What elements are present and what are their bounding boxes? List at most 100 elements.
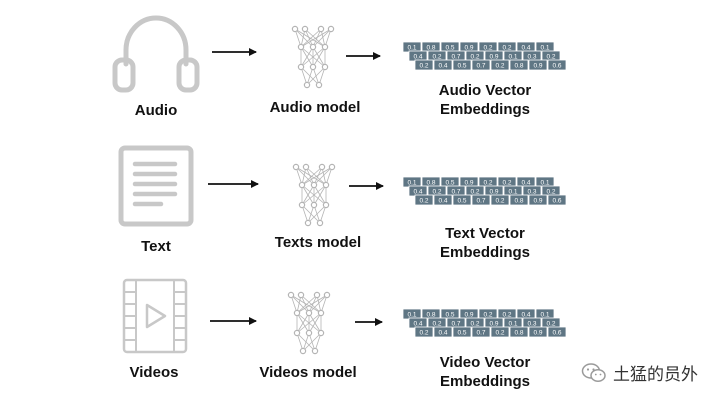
embedding-cell [471, 326, 491, 338]
embedding-value: 0.9 [489, 54, 498, 61]
embedding-value: 0.7 [476, 198, 485, 205]
input-label-videos: Videos [129, 364, 179, 381]
embedding-cell [414, 194, 434, 206]
embedding-value: 0.8 [514, 63, 523, 70]
embedding-cell [433, 326, 453, 338]
neural-network-icon-audio [291, 25, 335, 89]
embedding-value: 0.9 [464, 180, 473, 187]
embedding-value: 0.2 [419, 198, 428, 205]
embedding-value: 0.4 [413, 321, 422, 328]
embedding-cell [490, 194, 510, 206]
embedding-cell [547, 326, 567, 338]
embedding-value: 0.4 [521, 312, 530, 319]
embedding-value: 0.5 [457, 330, 466, 337]
embedding-cell [528, 59, 548, 71]
embedding-value: 0.8 [426, 180, 435, 187]
output-label-videos-line2: Embeddings [439, 373, 530, 390]
embedding-value: 0.7 [476, 63, 485, 70]
embedding-value: 0.7 [476, 330, 485, 337]
embedding-value: 0.2 [495, 63, 504, 70]
embedding-value: 0.5 [445, 45, 454, 52]
embedding-value: 0.1 [508, 189, 517, 196]
embedding-value: 0.4 [438, 330, 447, 337]
embedding-value: 0.8 [514, 198, 523, 205]
embedding-value: 0.2 [432, 321, 441, 328]
input-label-audio: Audio [134, 102, 178, 119]
embedding-value: 0.4 [413, 189, 422, 196]
embedding-cell [509, 59, 529, 71]
embedding-value: 0.2 [483, 180, 492, 187]
output-label-videos-line1: Video Vector [439, 354, 531, 371]
embedding-value: 0.9 [533, 198, 542, 205]
neural-network-icon-videos [287, 291, 331, 355]
embedding-cell [509, 326, 529, 338]
embedding-value: 0.2 [419, 330, 428, 337]
embedding-cell [490, 326, 510, 338]
headphones-icon [112, 15, 200, 93]
embedding-value: 0.7 [451, 189, 460, 196]
document-icon [118, 145, 194, 227]
embedding-value: 0.9 [464, 45, 473, 52]
embedding-value: 0.1 [407, 180, 416, 187]
embedding-value: 0.9 [489, 321, 498, 328]
embedding-value: 0.8 [426, 312, 435, 319]
embedding-value: 0.1 [407, 45, 416, 52]
embedding-stack-videos: 0.1 0.8 0.5 0.9 0.2 0.2 0.4 0.1 0.4 0.2 0.7 0.2 0.9 0… [402, 308, 567, 338]
embedding-value: 0.9 [464, 312, 473, 319]
embedding-cell [452, 326, 472, 338]
embedding-value: 0.4 [438, 63, 447, 70]
embedding-cell [528, 194, 548, 206]
embedding-value: 0.2 [546, 54, 555, 61]
output-label-text-line1: Text Vector [445, 225, 525, 242]
watermark-text: 土猛的员外 [613, 365, 698, 385]
embedding-value: 0.1 [540, 45, 549, 52]
embedding-value: 0.7 [451, 54, 460, 61]
output-label-audio-line2: Embeddings [439, 101, 530, 118]
embedding-cell [471, 59, 491, 71]
neural-network-icon-text [292, 163, 336, 227]
film-play-icon [122, 278, 188, 354]
embedding-value: 0.1 [508, 321, 517, 328]
embedding-value: 0.2 [483, 312, 492, 319]
embedding-value: 0.3 [527, 321, 536, 328]
embedding-cell [433, 59, 453, 71]
embedding-value: 0.1 [407, 312, 416, 319]
embedding-value: 0.5 [457, 63, 466, 70]
embedding-value: 0.2 [432, 54, 441, 61]
embedding-value: 0.9 [489, 189, 498, 196]
model-label-text: Texts model [274, 234, 362, 251]
embedding-value: 0.2 [470, 189, 479, 196]
embedding-cell [452, 194, 472, 206]
wechat-icon [581, 362, 606, 382]
embedding-value: 0.6 [552, 330, 561, 337]
embedding-value: 0.2 [495, 198, 504, 205]
embedding-cell [547, 59, 567, 71]
embedding-value: 0.1 [540, 180, 549, 187]
embedding-value: 0.6 [552, 63, 561, 70]
embedding-cell [433, 194, 453, 206]
embedding-value: 0.2 [419, 63, 428, 70]
embedding-cell [414, 59, 434, 71]
embedding-value: 0.2 [502, 312, 511, 319]
embedding-value: 0.2 [502, 180, 511, 187]
embedding-cell [547, 194, 567, 206]
embedding-cell [414, 326, 434, 338]
embedding-value: 0.4 [521, 45, 530, 52]
input-label-text: Text [141, 238, 171, 255]
embedding-cell [528, 326, 548, 338]
embedding-value: 0.1 [508, 54, 517, 61]
embedding-cell [452, 59, 472, 71]
embedding-value: 0.3 [527, 189, 536, 196]
embedding-value: 0.2 [502, 45, 511, 52]
embedding-value: 0.2 [432, 189, 441, 196]
